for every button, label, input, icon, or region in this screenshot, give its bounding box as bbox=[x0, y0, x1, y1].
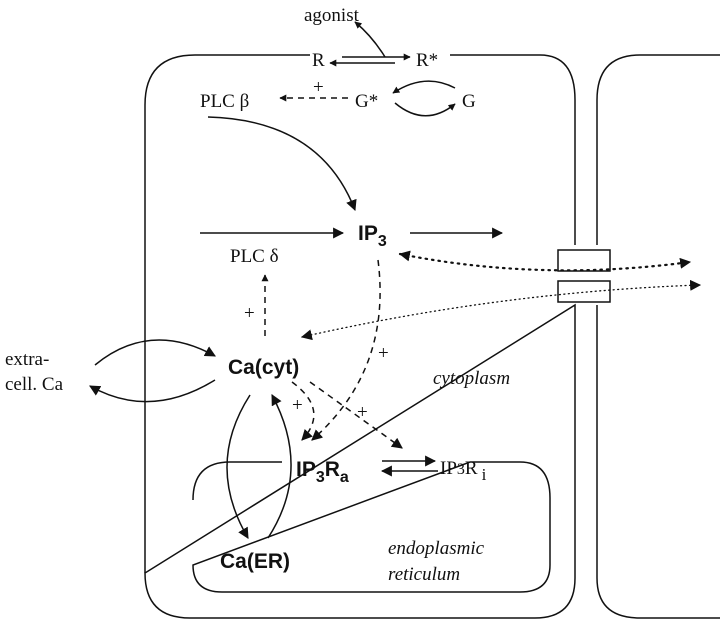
plus-ip3: + bbox=[378, 343, 389, 364]
ip3-gap-diffusion-arrow bbox=[398, 250, 692, 272]
ca-er-label: Ca(ER) bbox=[220, 550, 290, 573]
cell-membrane bbox=[144, 54, 576, 619]
plc-delta-label: PLC δ bbox=[230, 246, 279, 267]
gstar-to-g-arrow bbox=[394, 102, 456, 117]
ca-to-ip3ra-arrow bbox=[291, 381, 315, 441]
ca-to-ip3ri-arrow bbox=[309, 381, 403, 449]
ca-influx-arrow bbox=[94, 339, 216, 366]
plus-ca-right: + bbox=[357, 402, 368, 423]
plus-plc-beta: + bbox=[313, 77, 324, 98]
plc-beta-to-ip3-arrow bbox=[207, 116, 357, 212]
ca-uptake-er-arrow bbox=[226, 394, 251, 539]
agonist-label: agonist bbox=[304, 5, 360, 26]
extracell-label-line1: extra- bbox=[5, 349, 49, 370]
r-label: R bbox=[312, 50, 325, 71]
ip3-label: IP3 bbox=[358, 222, 387, 250]
ca-cyt-label: Ca(cyt) bbox=[228, 356, 299, 379]
er-label-line2: reticulum bbox=[388, 564, 460, 585]
ca-gap-diffusion-arrow bbox=[300, 279, 702, 341]
er-membrane bbox=[192, 461, 551, 593]
ip3-to-ip3ra-arrow bbox=[311, 259, 381, 441]
g-label: G bbox=[462, 91, 476, 112]
plus-ca-left: + bbox=[292, 395, 303, 416]
r-star-label: R* bbox=[416, 50, 438, 71]
g-star-label: G* bbox=[355, 91, 378, 112]
ip3ra-label: IP3Ra bbox=[296, 458, 349, 486]
ca-release-er-arrow bbox=[267, 394, 292, 539]
plc-beta-label: PLC β bbox=[200, 91, 249, 112]
plus-plc-delta: + bbox=[244, 303, 255, 324]
g-to-gstar-arrow bbox=[392, 80, 456, 94]
ca-efflux-arrow bbox=[89, 379, 216, 403]
extracell-label-line2: cell. Ca bbox=[5, 374, 64, 395]
gap-junction-upper bbox=[557, 249, 611, 272]
cytoplasm-label: cytoplasm bbox=[433, 368, 510, 389]
agonist-arrow bbox=[354, 21, 386, 58]
gap-junction-lower bbox=[557, 280, 611, 303]
neighbor-cell-membrane bbox=[596, 54, 720, 619]
er-label-line1: endoplasmic bbox=[388, 538, 485, 559]
